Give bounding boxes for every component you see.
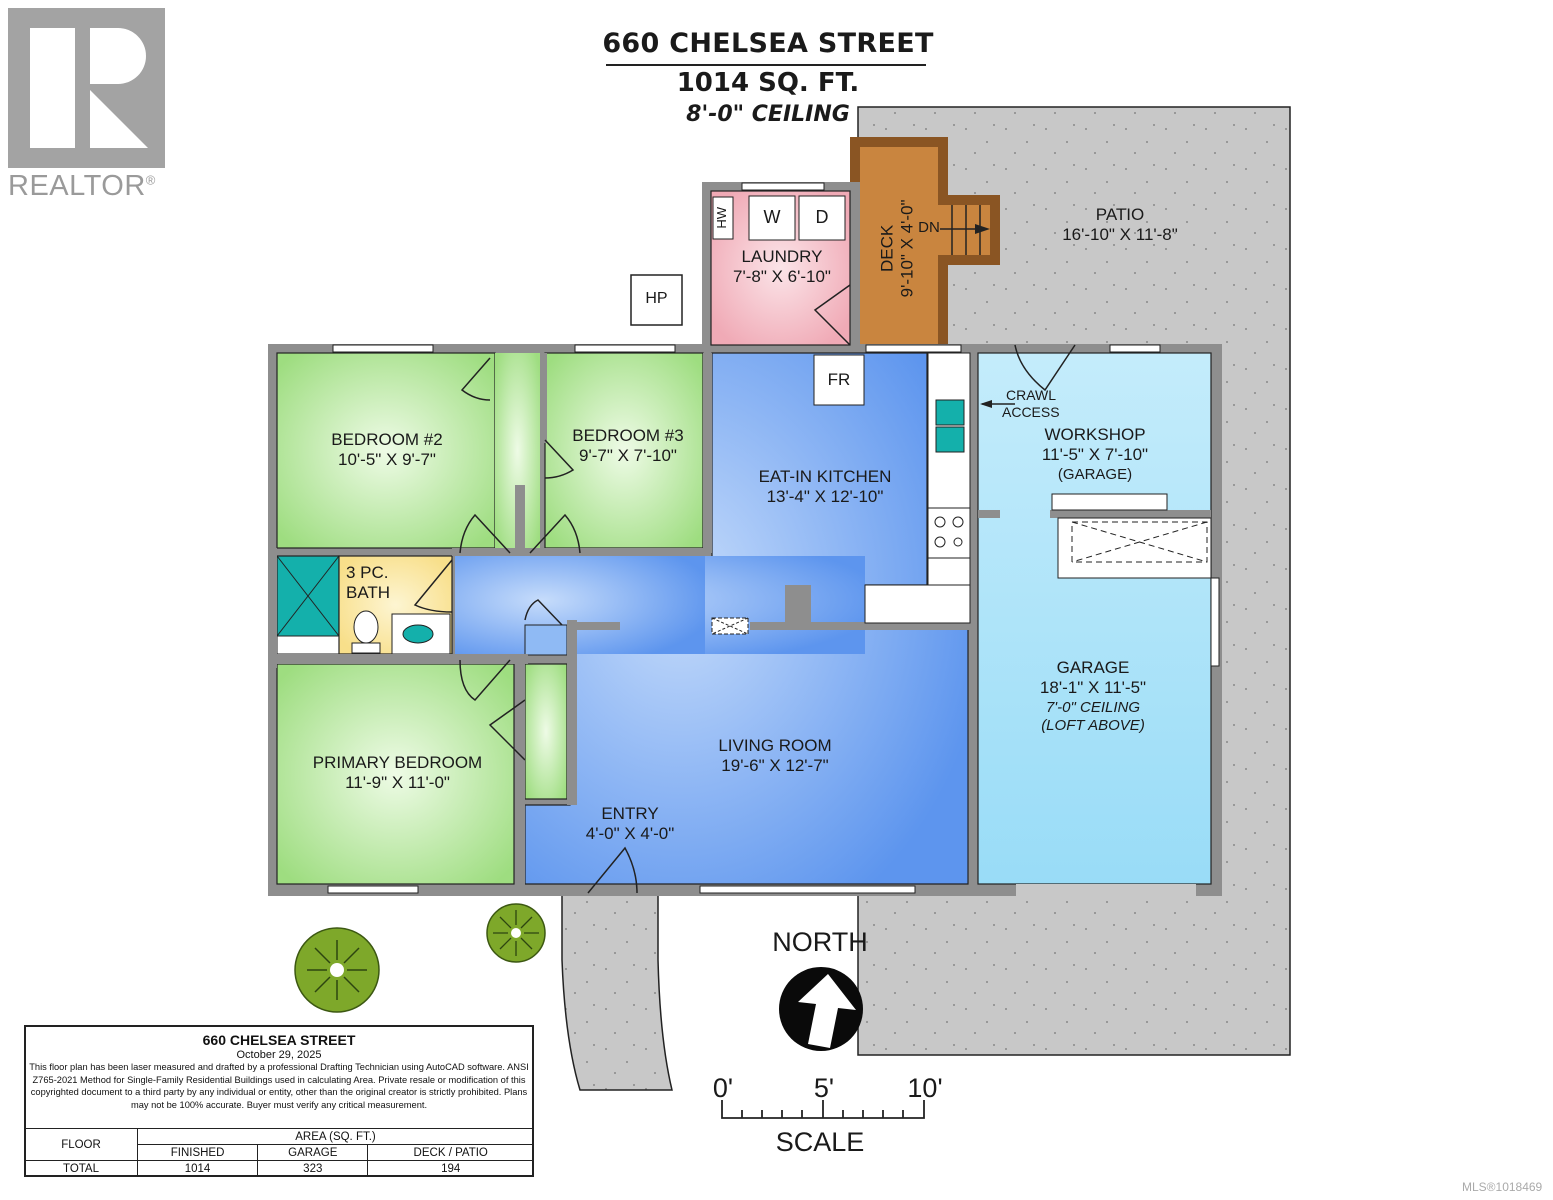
room-dims: 9'-7" X 7'-10" [579, 446, 677, 466]
realtor-logo: REALTOR® [8, 8, 183, 208]
primary-bedroom-label: PRIMARY BEDROOM 11'-9" X 11'-0" [280, 753, 515, 794]
workshop-label: WORKSHOP 11'-5" X 7'-10" (GARAGE) [1020, 425, 1170, 484]
crawl-access-label: CRAWL ACCESS [1002, 387, 1072, 421]
north-label: NORTH [772, 927, 868, 957]
room-dims: 11'-9" X 11'-0" [345, 773, 450, 793]
room-dims: 19'-6" X 12'-7" [721, 756, 829, 776]
val-garage: 323 [257, 1160, 369, 1177]
bedroom-2 [276, 352, 496, 549]
row-total-label: TOTAL [24, 1160, 138, 1177]
room-dims: 16'-10" X 11'-8" [1062, 225, 1178, 245]
deck-label: DECK 9'-10" X 4'-0" [878, 168, 919, 328]
room-dims: 18'-1" X 11'-5" [1039, 678, 1147, 698]
tree-small [486, 903, 546, 963]
mls-number: MLS®1018469 [1462, 1180, 1543, 1194]
north-arrow-icon [779, 967, 863, 1051]
heat-pump-label: HP [645, 290, 668, 307]
tree-large [294, 927, 380, 1013]
room-name: PATIO [1095, 205, 1145, 224]
info-disclaimer: This floor plan has been laser measured … [29, 1062, 529, 1110]
room-dims: 13'-4" X 12'-10" [766, 487, 884, 507]
realtor-r-logo-icon [8, 8, 165, 168]
col-deck-patio: DECK / PATIO [367, 1144, 534, 1161]
info-title: 660 CHELSEA STREET [202, 1032, 356, 1048]
col-finished: FINISHED [136, 1144, 259, 1161]
plan-title-area: 1014 SQ. FT. [676, 68, 860, 98]
primary-closet [524, 663, 568, 800]
crawl-line1: CRAWL [1006, 387, 1057, 403]
bedroom-3 [544, 352, 704, 549]
floor-header: FLOOR [24, 1128, 138, 1161]
front-walkway [561, 891, 673, 1091]
info-date: October 29, 2025 [236, 1049, 322, 1061]
primary-bedroom [276, 663, 515, 885]
stairs-down-label: DN [918, 219, 940, 236]
room-dims: 11'-5" X 7'-10" [1041, 445, 1149, 465]
bath-label: 3 PC. BATH [340, 563, 406, 604]
room-dims: 10'-5" X 9'-7" [338, 450, 436, 470]
fridge-label: FR [827, 370, 851, 389]
kitchen-counter [927, 352, 971, 624]
room-note: (LOFT ABOVE) [1041, 716, 1145, 734]
scale-label: SCALE [775, 1127, 865, 1157]
living-room-label: LIVING ROOM 19'-6" X 12'-7" [680, 736, 870, 777]
val-deck-patio: 194 [367, 1160, 534, 1177]
crawl-line2: ACCESS [1002, 403, 1060, 420]
val-finished: 1014 [136, 1160, 259, 1177]
scale-bar [721, 1100, 925, 1119]
room-note: (GARAGE) [1057, 465, 1133, 483]
room-name: ENTRY [601, 804, 659, 823]
title-underline [606, 64, 926, 66]
patio-label: PATIO 16'-10" X 11'-8" [1040, 205, 1200, 246]
fridge [813, 354, 865, 406]
room-ceiling: 7'-0" CEILING [1045, 698, 1141, 716]
realtor-text: REALTOR [8, 170, 146, 202]
garage-label: GARAGE 18'-1" X 11'-5" 7'-0" CEILING (LO… [1018, 658, 1168, 735]
kitchen-sink [935, 399, 965, 426]
room-name: LIVING ROOM [718, 736, 832, 755]
garage-room [977, 352, 1212, 885]
room-name: LAUNDRY [741, 247, 823, 266]
room-dims: 4'-0" X 4'-0" [585, 824, 675, 844]
room-name-line1: 3 PC. [346, 563, 389, 582]
registered-mark: ® [145, 172, 156, 188]
plan-title-ceiling: 8'-0" CEILING [686, 102, 850, 127]
room-dims: 9'-10" X 4'-0" [898, 199, 917, 298]
room-name: BEDROOM #3 [572, 426, 684, 445]
room-name: EAT-IN KITCHEN [758, 467, 892, 486]
room-name: BEDROOM #2 [331, 430, 443, 449]
dryer-label: D [815, 207, 829, 227]
stove [927, 507, 971, 559]
washer-label: W [763, 207, 781, 227]
col-garage: GARAGE [257, 1144, 369, 1161]
room-name: DECK [877, 224, 897, 273]
area-header: AREA (SQ. FT.) [137, 1128, 534, 1145]
info-box: 660 CHELSEA STREET October 29, 2025 This… [24, 1025, 534, 1177]
kitchen-label: EAT-IN KITCHEN 13'-4" X 12'-10" [730, 467, 920, 508]
bedroom-2-label: BEDROOM #2 10'-5" X 9'-7" [282, 430, 492, 471]
bedroom-3-label: BEDROOM #3 9'-7" X 7'-10" [548, 426, 708, 467]
room-name: GARAGE [1056, 658, 1130, 677]
room-name: WORKSHOP [1044, 425, 1146, 444]
hw-label: HW [714, 206, 730, 229]
room-name: PRIMARY BEDROOM [312, 753, 483, 772]
scale-tick-10: 10' [907, 1073, 943, 1103]
room-dims: 7'-8" X 6'-10" [733, 267, 831, 287]
area-table: FLOOR AREA (SQ. FT.) FINISHED GARAGE DEC… [24, 1128, 534, 1177]
scale-tick-0: 0' [712, 1073, 734, 1103]
entry-label: ENTRY 4'-0" X 4'-0" [565, 804, 695, 845]
scale-tick-5: 5' [813, 1073, 835, 1103]
room-name-line2: BATH [346, 583, 391, 603]
plan-title-address: 660 CHELSEA STREET [602, 28, 934, 59]
heat-pump [630, 274, 683, 326]
laundry-label: LAUNDRY 7'-8" X 6'-10" [712, 247, 852, 288]
